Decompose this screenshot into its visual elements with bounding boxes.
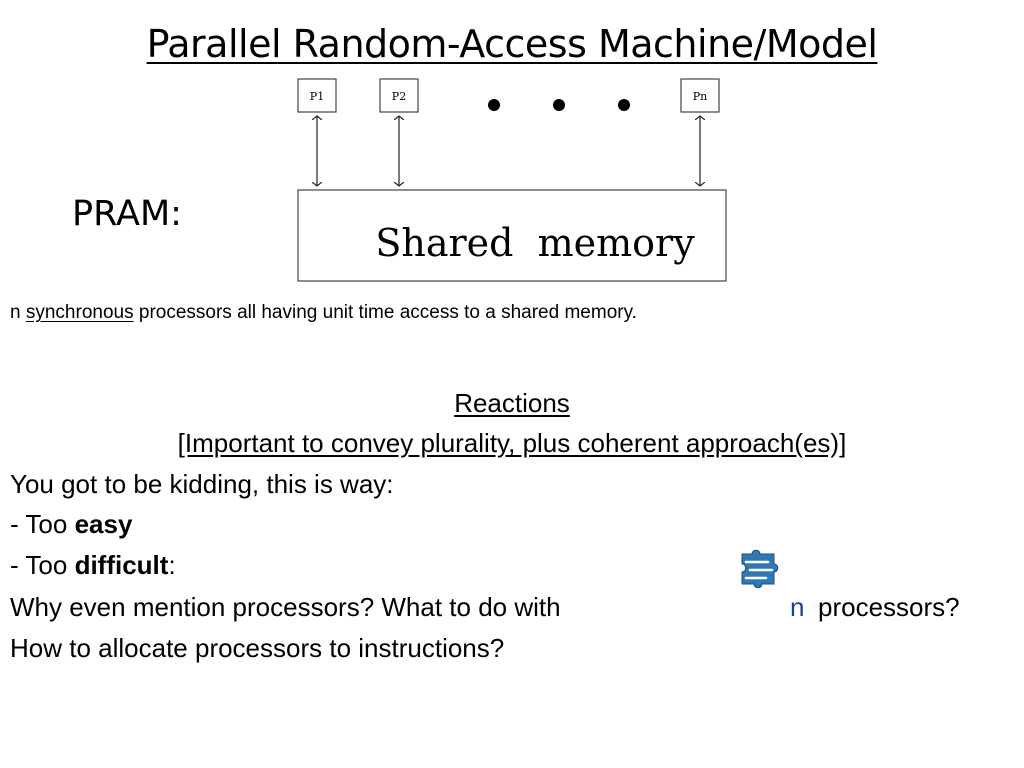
reactions-subheading-text: [Important to convey plurality, plus coh… (177, 428, 847, 458)
easy-prefix: - Too (10, 509, 75, 539)
reactions-heading: Reactions (0, 383, 1024, 423)
processor-label: P2 (392, 90, 406, 103)
synchronous-term: synchronous (25, 302, 134, 323)
reactions-heading-text: Reactions (454, 388, 570, 418)
shared-memory-box: Shared memory (297, 189, 727, 282)
ellipsis-dot (618, 99, 630, 111)
difficult-bold: difficult (74, 550, 169, 580)
reaction-too-difficult: - Too difficult: (10, 545, 176, 585)
difficult-suffix: : (168, 550, 176, 580)
ellipsis-dot (553, 99, 565, 111)
slide-title: Parallel Random-Access Machine/Model (146, 22, 878, 66)
reactions-subheading: [Important to convey plurality, plus coh… (0, 423, 1024, 463)
pram-diagram: P1 P2 Pn Shared memory (297, 78, 727, 282)
processor-box-pn: Pn (680, 78, 720, 113)
difficult-prefix: - Too (10, 550, 75, 580)
allocate-question: How to allocate processors to instructio… (10, 633, 505, 663)
easy-bold: easy (74, 509, 133, 539)
n-variable: n (790, 592, 805, 622)
processor-box-p2: P2 (379, 78, 419, 113)
reactions-intro: You got to be kidding, this is way: (10, 469, 394, 499)
shared-memory-label: Shared memory (375, 221, 695, 265)
puzzle-piece-icon (741, 549, 779, 589)
pram-description: n synchronous processors all having unit… (10, 300, 637, 326)
pram-label: PRAM: (72, 194, 182, 234)
processor-label: P1 (310, 90, 324, 103)
why-question: Why even mention processors? What to do … (10, 592, 561, 622)
reaction-too-easy: - Too easy (10, 504, 132, 544)
why-question-end: processors? (818, 592, 960, 622)
desc-rest: processors all having unit time access t… (133, 302, 637, 323)
desc-prefix: n (10, 302, 26, 323)
ellipsis-dot (488, 99, 500, 111)
processor-label: Pn (693, 90, 708, 103)
processor-box-p1: P1 (297, 78, 337, 113)
